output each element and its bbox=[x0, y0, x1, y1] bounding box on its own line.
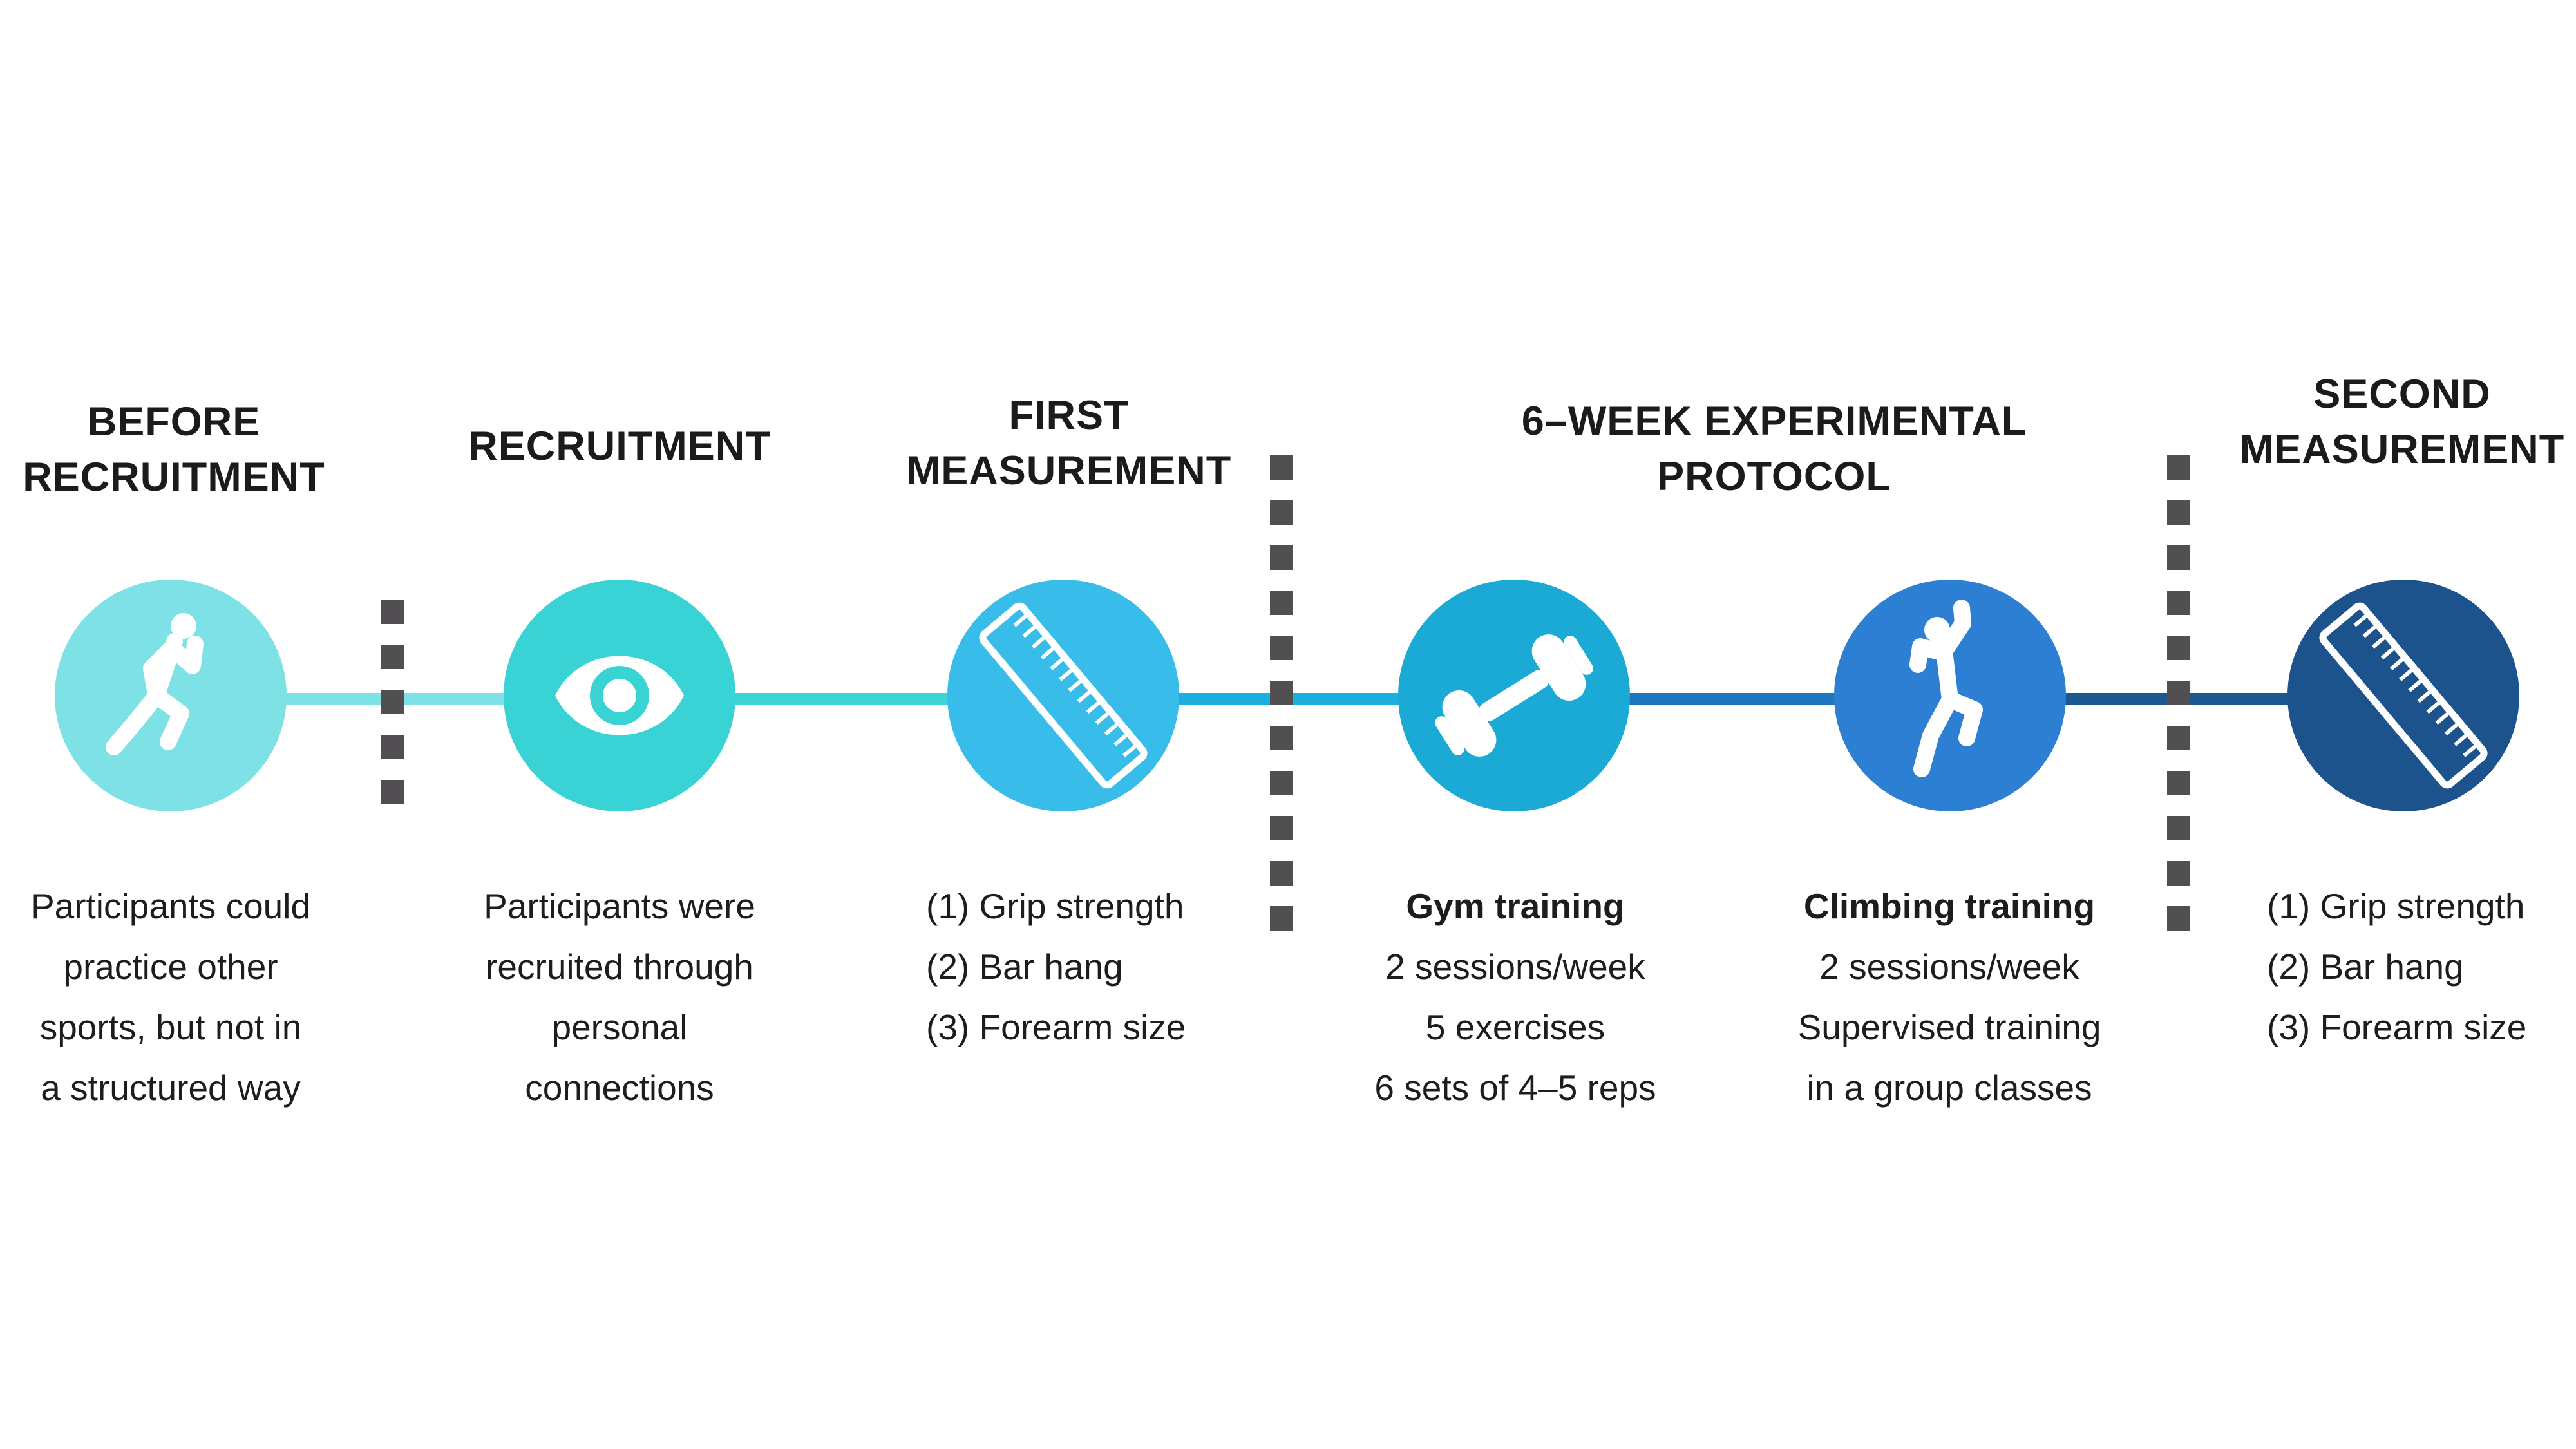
dashed-divider bbox=[1270, 455, 1293, 931]
heading-line: RECRUITMENT bbox=[468, 424, 771, 469]
text-line: 2 sessions/week bbox=[1819, 947, 2079, 987]
text-line: (3) Forearm size bbox=[2267, 1007, 2527, 1047]
eye-icon bbox=[555, 656, 684, 735]
dumbbell-icon bbox=[1435, 634, 1593, 757]
heading-line: PROTOCOL bbox=[1657, 454, 1891, 499]
textblock-recruitment: Participants were recruited through pers… bbox=[439, 876, 800, 1118]
text-line: a structured way bbox=[41, 1068, 301, 1108]
dash-segment bbox=[2167, 906, 2190, 931]
text-line: Participants could bbox=[30, 886, 311, 926]
heading-second-measurement: SECOND MEASUREMENT bbox=[2080, 366, 2576, 477]
text-line: practice other bbox=[63, 947, 278, 987]
text-line: (2) Bar hang bbox=[2267, 947, 2464, 987]
dash-segment bbox=[1270, 771, 1293, 795]
heading-line: RECRUITMENT bbox=[23, 455, 325, 500]
dash-segment bbox=[1270, 591, 1293, 615]
runner-icon bbox=[106, 613, 204, 755]
dash-segment bbox=[1270, 906, 1293, 931]
ruler-icon bbox=[2319, 602, 2488, 789]
text-line: (1) Grip strength bbox=[926, 886, 1184, 926]
dash-segment bbox=[2167, 545, 2190, 570]
ruler-icon bbox=[979, 602, 1148, 789]
text-line: 5 exercises bbox=[1425, 1007, 1605, 1047]
text-line: Gym training bbox=[1406, 886, 1625, 926]
text-line: Climbing training bbox=[1803, 886, 2096, 926]
dash-segment bbox=[2167, 636, 2190, 660]
dash-segment bbox=[1270, 500, 1293, 525]
dash-segment bbox=[2167, 455, 2190, 480]
heading-before-recruitment: BEFORE RECRUITMENT bbox=[0, 394, 496, 505]
heading-line: MEASUREMENT bbox=[906, 448, 1232, 493]
stage-circle-climbing-training bbox=[1834, 580, 2066, 811]
dash-segment bbox=[2167, 681, 2190, 705]
heading-line: FIRST bbox=[1009, 393, 1130, 438]
dash-segment bbox=[2167, 591, 2190, 615]
stage-circle-recruitment bbox=[504, 580, 735, 811]
dash-segment bbox=[2167, 500, 2190, 525]
textblock-before-recruitment: Participants could practice other sports… bbox=[0, 876, 351, 1118]
dash-segment bbox=[1270, 726, 1293, 750]
heading-line: BEFORE bbox=[87, 399, 261, 444]
dash-segment bbox=[381, 780, 404, 804]
text-line: in a group classes bbox=[1806, 1068, 2092, 1108]
textblock-gym-training: Gym training 2 sessions/week 5 exercises… bbox=[1335, 876, 1696, 1118]
text-line: Supervised training bbox=[1797, 1007, 2101, 1047]
dash-segment bbox=[2167, 771, 2190, 795]
heading-line: SECOND bbox=[2313, 372, 2491, 417]
dashed-divider bbox=[2167, 455, 2190, 931]
dash-segment bbox=[381, 735, 404, 759]
text-line: connections bbox=[525, 1068, 714, 1108]
text-line: Participants were bbox=[484, 886, 755, 926]
text-line: 2 sessions/week bbox=[1385, 947, 1645, 987]
dash-segment bbox=[1270, 861, 1293, 886]
textblock-first-measurement: (1) Grip strength (2) Bar hang (3) Forea… bbox=[926, 876, 1261, 1057]
text-line: recruited through bbox=[486, 947, 753, 987]
dash-segment bbox=[1270, 636, 1293, 660]
stage-circle-before-recruitment bbox=[55, 580, 287, 811]
heading-recruitment: RECRUITMENT bbox=[298, 419, 942, 474]
textblock-second-measurement: (1) Grip strength (2) Bar hang (3) Forea… bbox=[2267, 876, 2576, 1057]
text-line: personal bbox=[551, 1007, 688, 1047]
stage-circle-second-measurement bbox=[2287, 580, 2519, 811]
dash-segment bbox=[1270, 545, 1293, 570]
dash-segment bbox=[1270, 681, 1293, 705]
climber-icon bbox=[1909, 600, 1983, 777]
textblock-climbing-training: Climbing training 2 sessions/week Superv… bbox=[1769, 876, 2130, 1118]
dash-segment bbox=[1270, 816, 1293, 840]
dash-segment bbox=[381, 645, 404, 669]
stage-circle-gym-training bbox=[1398, 580, 1630, 811]
text-line: (3) Forearm size bbox=[926, 1007, 1186, 1047]
text-line: (2) Bar hang bbox=[926, 947, 1123, 987]
stage-circle-first-measurement bbox=[947, 580, 1179, 811]
dash-segment bbox=[2167, 861, 2190, 886]
heading-experimental-protocol: 6–WEEK EXPERIMENTAL PROTOCOL bbox=[1452, 393, 2096, 504]
heading-line: MEASUREMENT bbox=[2239, 427, 2565, 472]
dash-segment bbox=[381, 600, 404, 624]
dash-segment bbox=[381, 690, 404, 714]
dash-segment bbox=[2167, 816, 2190, 840]
dashed-divider bbox=[381, 600, 404, 804]
heading-first-measurement: FIRST MEASUREMENT bbox=[747, 388, 1391, 498]
text-line: (1) Grip strength bbox=[2267, 886, 2525, 926]
text-line: sports, but not in bbox=[39, 1007, 302, 1047]
dash-segment bbox=[2167, 726, 2190, 750]
heading-line: 6–WEEK EXPERIMENTAL bbox=[1521, 399, 2027, 444]
dash-segment bbox=[1270, 455, 1293, 480]
text-line: 6 sets of 4–5 reps bbox=[1374, 1068, 1656, 1108]
